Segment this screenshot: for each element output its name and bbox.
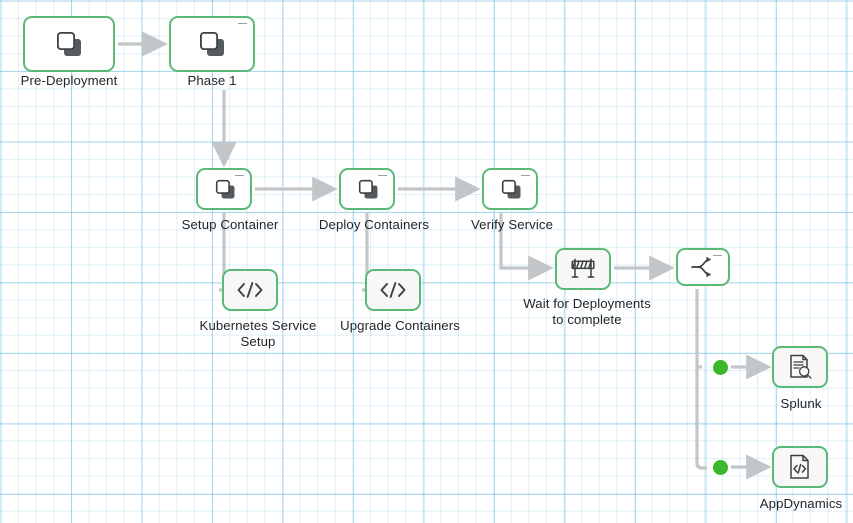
overlapping-squares-icon	[208, 176, 240, 202]
label-setup-container: Setup Container	[181, 217, 279, 232]
label-kubernetes-service-setup: Kubernetes Service Setup	[199, 318, 317, 349]
fork-branch-icon	[689, 255, 717, 279]
branch-dot-appdynamics[interactable]	[713, 460, 728, 475]
overlapping-squares-icon	[190, 26, 234, 62]
code-brackets-icon	[233, 279, 267, 301]
node-splunk[interactable]	[772, 346, 828, 388]
overlapping-squares-icon	[47, 26, 91, 62]
edge-fork-trunk	[695, 289, 707, 470]
collapse-dash-icon[interactable]	[238, 23, 247, 24]
barrier-icon	[568, 256, 598, 282]
collapse-dash-icon[interactable]	[713, 255, 722, 256]
label-phase-1: Phase 1	[187, 73, 237, 88]
node-pre-deployment[interactable]	[23, 16, 115, 72]
node-wait-for-deployments[interactable]	[555, 248, 611, 290]
label-pre-deployment: Pre-Deployment	[20, 73, 118, 88]
node-upgrade-containers[interactable]	[365, 269, 421, 311]
label-splunk: Splunk	[780, 396, 822, 411]
node-kubernetes-service-setup[interactable]	[222, 269, 278, 311]
label-upgrade-containers: Upgrade Containers	[340, 318, 460, 333]
collapse-dash-icon[interactable]	[521, 175, 530, 176]
node-phase-1[interactable]	[169, 16, 255, 72]
document-search-icon	[786, 353, 814, 381]
label-verify-service: Verify Service	[470, 217, 554, 232]
code-brackets-icon	[376, 279, 410, 301]
node-appdynamics[interactable]	[772, 446, 828, 488]
document-code-icon	[787, 453, 813, 481]
label-wait-for-deployments: Wait for Deployments to complete	[523, 296, 651, 327]
node-fork[interactable]	[676, 248, 730, 286]
label-deploy-containers: Deploy Containers	[318, 217, 430, 232]
node-deploy-containers[interactable]	[339, 168, 395, 210]
branch-dot-splunk[interactable]	[713, 360, 728, 375]
node-verify-service[interactable]	[482, 168, 538, 210]
collapse-dash-icon[interactable]	[235, 175, 244, 176]
collapse-dash-icon[interactable]	[378, 175, 387, 176]
node-setup-container[interactable]	[196, 168, 252, 210]
label-appdynamics: AppDynamics	[759, 496, 843, 511]
overlapping-squares-icon	[494, 176, 526, 202]
overlapping-squares-icon	[351, 176, 383, 202]
